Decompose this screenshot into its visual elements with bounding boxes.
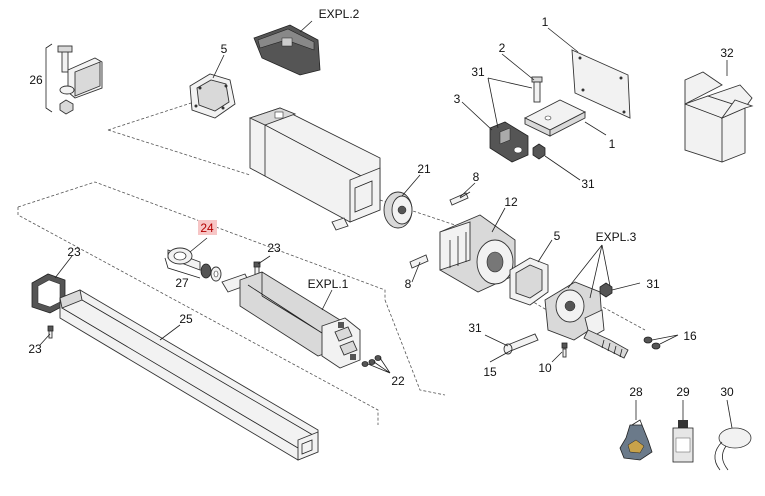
callout-2[interactable]: 2: [499, 41, 506, 55]
part-5-gasket-top[interactable]: [189, 73, 236, 119]
callout-31-pin[interactable]: 31: [468, 321, 482, 335]
callout-expl-2[interactable]: EXPL.2: [319, 7, 360, 21]
part-1-base-plate[interactable]: [571, 49, 631, 119]
part-16-screws[interactable]: [643, 336, 661, 350]
motor-housing-tube[interactable]: [248, 107, 381, 231]
callout-15[interactable]: 15: [483, 365, 497, 379]
callout-12[interactable]: 12: [504, 195, 518, 209]
part-3-clevis[interactable]: [489, 121, 529, 163]
callout-1-top[interactable]: 1: [542, 15, 549, 29]
callout-10[interactable]: 10: [538, 361, 552, 375]
leader-lines: [39, 20, 733, 429]
callout-32[interactable]: 32: [720, 46, 734, 60]
part-23-end-cap[interactable]: [31, 273, 66, 314]
part-22-screws[interactable]: [361, 355, 382, 367]
callout-28[interactable]: 28: [629, 385, 643, 399]
part-1-bar[interactable]: [523, 99, 587, 137]
callout-expl-1[interactable]: EXPL.1: [308, 277, 349, 291]
part-30-capacitor[interactable]: [714, 427, 752, 471]
callout-26[interactable]: 26: [29, 73, 43, 87]
callout-8-lower[interactable]: 8: [405, 277, 412, 291]
part-24-rod-eye[interactable]: [164, 247, 201, 279]
callout-22[interactable]: 22: [391, 374, 405, 388]
expl-2-top-cover[interactable]: [253, 24, 321, 76]
callout-29[interactable]: 29: [676, 385, 690, 399]
callout-31-top[interactable]: 31: [471, 65, 485, 79]
part-10-screw[interactable]: [561, 342, 568, 358]
callout-expl-3[interactable]: EXPL.3: [596, 230, 637, 244]
part-15-pin[interactable]: [503, 333, 539, 355]
part-2-bolt[interactable]: [531, 76, 543, 103]
callout-labels: 1 1 2 3 5 5 8 8 10 12 15 16 21 22 23 23 …: [28, 7, 734, 399]
callout-23-mid[interactable]: 23: [267, 241, 281, 255]
callout-31-nut[interactable]: 31: [581, 177, 595, 191]
callout-30[interactable]: 30: [720, 385, 734, 399]
part-31-nut-top[interactable]: [532, 143, 546, 160]
part-25-profile-tube[interactable]: [59, 289, 319, 461]
expl-1-actuator[interactable]: [221, 271, 361, 369]
callout-23-endcap[interactable]: 23: [67, 245, 81, 259]
part-23-screw-left[interactable]: [47, 325, 54, 339]
callout-27[interactable]: 27: [175, 276, 189, 290]
callout-16[interactable]: 16: [683, 329, 697, 343]
callout-25[interactable]: 25: [179, 312, 193, 326]
callout-31-right[interactable]: 31: [646, 277, 660, 291]
part-5-gasket-right[interactable]: [509, 257, 549, 306]
callout-3[interactable]: 3: [454, 92, 461, 106]
part-29-oil-bottle[interactable]: [672, 420, 694, 463]
callout-21[interactable]: 21: [417, 162, 431, 176]
part-27-washers[interactable]: [200, 263, 222, 282]
part-26-bracket-kit[interactable]: [45, 43, 103, 115]
callout-24[interactable]: 24: [200, 221, 214, 235]
expl-3-end-cap[interactable]: [544, 281, 629, 359]
part-31-nut-right[interactable]: [599, 282, 613, 298]
callout-8-upper[interactable]: 8: [473, 170, 480, 184]
callout-1-bar[interactable]: 1: [609, 137, 616, 151]
callout-5-top[interactable]: 5: [221, 42, 228, 56]
part-21-coupling[interactable]: [383, 191, 413, 229]
part-12-motor[interactable]: [439, 214, 516, 293]
lower-assembly-outline: [17, 181, 446, 425]
part-8-pin-lower[interactable]: [409, 254, 429, 269]
part-32-box[interactable]: [684, 71, 754, 163]
part-28-grease-bag[interactable]: [619, 419, 653, 461]
callout-5-right[interactable]: 5: [554, 229, 561, 243]
callout-23-left[interactable]: 23: [28, 342, 42, 356]
callout-24-highlight: [198, 220, 217, 235]
